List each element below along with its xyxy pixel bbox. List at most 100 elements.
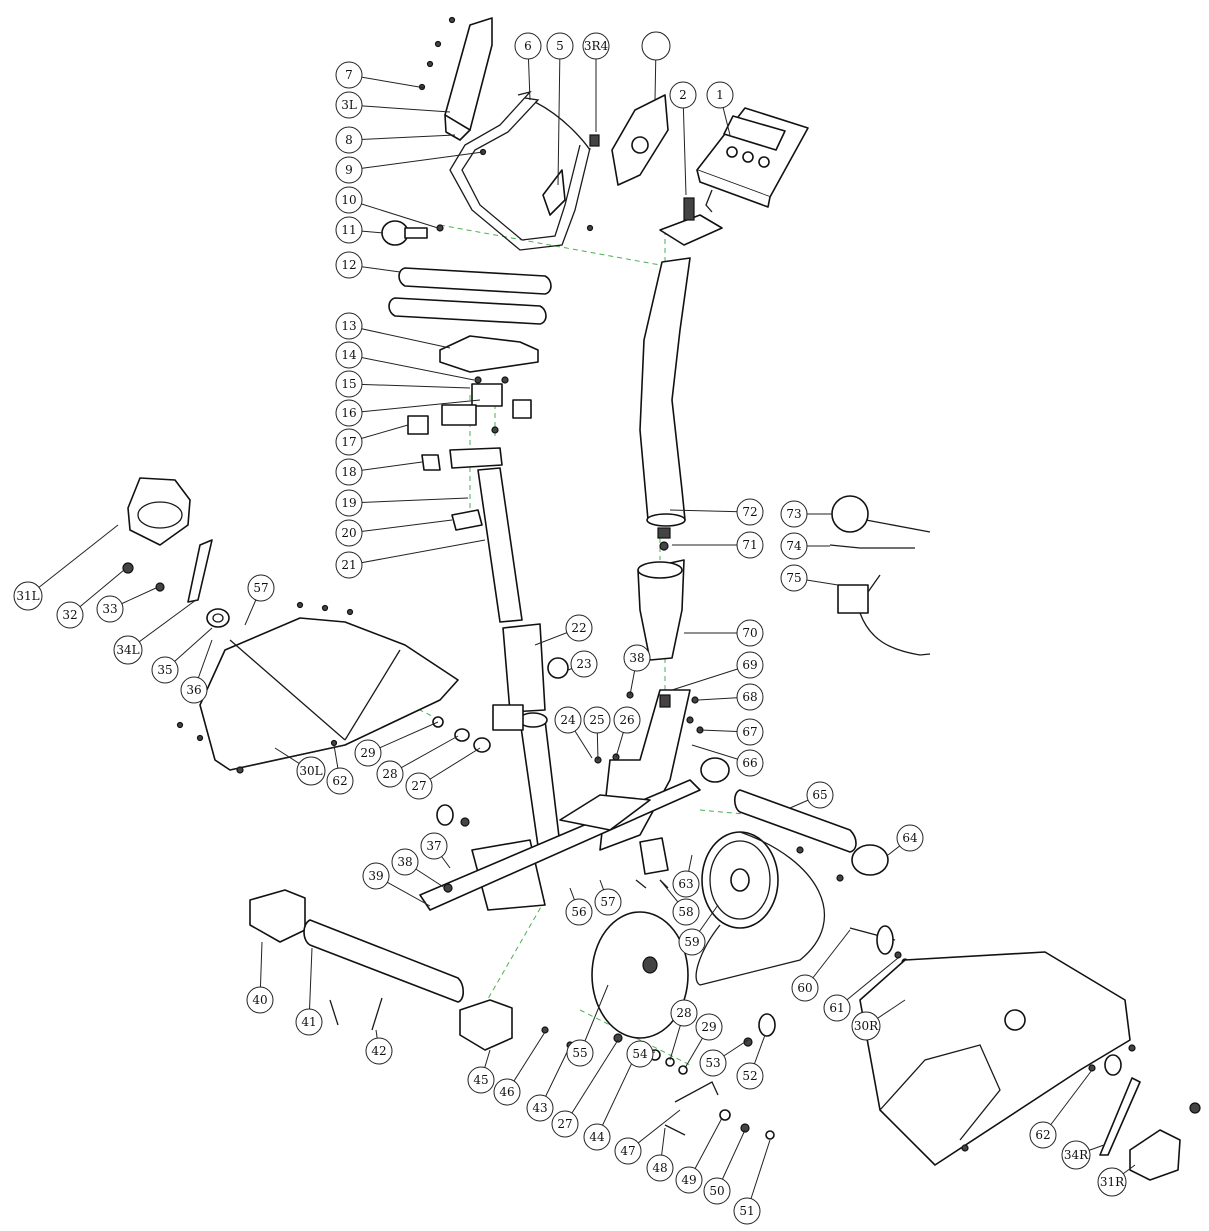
callout-leader-line [348, 539, 486, 566]
callout-circle [736, 619, 764, 647]
seat-knob-20 [451, 509, 483, 531]
callout-54: 54 [626, 1040, 654, 1068]
callout-number: 63 [678, 877, 693, 891]
callout-circle [113, 635, 143, 665]
callout-number: 39 [368, 869, 383, 883]
callout-circle [554, 706, 582, 734]
callout-11: 11 [335, 216, 363, 244]
callout-circle [1029, 1121, 1057, 1149]
crank-axle-60 [849, 925, 896, 955]
callout-53: 53 [699, 1049, 727, 1077]
callout-number: 22 [571, 621, 586, 635]
callout-circle [551, 1110, 579, 1138]
callout-number: 56 [571, 905, 586, 919]
callout-29: 29 [695, 1013, 723, 1041]
callout-circle [246, 986, 274, 1014]
callout-circle [180, 676, 208, 704]
callout-circle [669, 81, 697, 109]
callout-leader-line [348, 151, 484, 171]
callout-circle [672, 870, 700, 898]
magnet-bracket-58 [635, 837, 669, 889]
callout-35: 35 [151, 656, 179, 684]
callout-leader-line [1042, 1069, 1093, 1136]
callout-leader-line [682, 94, 687, 196]
callout-24: 24 [554, 706, 582, 734]
callout-30R: 30R [851, 1011, 881, 1041]
callout-number: 41 [301, 1015, 316, 1029]
crank-left-34l [187, 539, 213, 603]
callout-circle [247, 574, 275, 602]
callout-number: 25 [589, 713, 604, 727]
callout-circle [583, 706, 611, 734]
callout-number: 70 [742, 626, 757, 640]
callout-56: 56 [565, 898, 593, 926]
power-adapter-75 [837, 574, 931, 656]
seat-slider [407, 376, 532, 471]
callout-47: 47 [614, 1137, 642, 1165]
callout-circle [670, 999, 698, 1027]
callout-circle [467, 1066, 495, 1094]
console-bracket [659, 197, 723, 246]
callout-circle [791, 974, 819, 1002]
callout-number: 1 [716, 88, 724, 102]
callout-number: 33 [102, 602, 117, 616]
callout-number: 43 [532, 1101, 547, 1115]
callout-9: 9 [335, 156, 363, 184]
callout-72: 72 [736, 498, 764, 526]
callout-38: 38 [623, 644, 651, 672]
callout-number: 68 [742, 690, 757, 704]
callout-circle [335, 251, 363, 279]
callout-circle [335, 370, 363, 398]
callout-number: 55 [572, 1046, 587, 1060]
callout-number: 14 [341, 348, 357, 362]
callout-circle [736, 718, 764, 746]
callout-circle [13, 581, 43, 611]
callout-number: 34R [1064, 1148, 1089, 1162]
rear-stabilizer-65 [733, 789, 857, 853]
callout-30L: 30L [296, 756, 326, 786]
callout-circle [565, 614, 593, 642]
callout-circle [376, 760, 404, 788]
callout-57: 57 [247, 574, 275, 602]
callout-number: 66 [742, 756, 757, 770]
callout-60: 60 [791, 974, 819, 1002]
callout-49: 49 [675, 1166, 703, 1194]
callout-circle [613, 706, 641, 734]
callout-number: 21 [341, 558, 356, 572]
callout-number: 64 [902, 831, 918, 845]
part-3r4 [589, 134, 600, 147]
callout-28: 28 [376, 760, 404, 788]
callout-3R4: 3R4 [582, 32, 610, 60]
callout-55: 55 [566, 1039, 594, 1067]
callout-number: 40 [252, 993, 267, 1007]
callout-circle [641, 31, 671, 61]
callout-45: 45 [467, 1066, 495, 1094]
seat-post [477, 467, 523, 623]
callout-number: 44 [589, 1130, 605, 1144]
callout-42: 42 [365, 1037, 393, 1065]
end-cap-45 [459, 999, 513, 1051]
callout-circle [851, 1011, 881, 1041]
callout-circle [623, 644, 651, 672]
callout-circle [335, 61, 363, 89]
callout-62: 62 [326, 767, 354, 795]
callout-number: 34L [116, 643, 139, 657]
callout-circle [335, 156, 363, 184]
side-cover-right [859, 951, 1131, 1166]
callout-22: 22 [565, 614, 593, 642]
callout-circle [151, 656, 179, 684]
callout-circle [570, 650, 598, 678]
callout-number: 59 [684, 935, 699, 949]
main-frame [419, 689, 701, 911]
callout-34L: 34L [113, 635, 143, 665]
callout-68: 68 [736, 683, 764, 711]
callout-number: 31R [1100, 1175, 1125, 1189]
callout-circle [896, 824, 924, 852]
upright-shroud-70 [637, 559, 685, 661]
callout-number: 3L [341, 98, 357, 112]
callout-number: 31L [16, 589, 39, 603]
flywheel-55 [591, 911, 689, 1039]
callout-circle [780, 532, 808, 560]
transport-wheel-66 [700, 757, 730, 783]
callout-13: 13 [335, 312, 363, 340]
